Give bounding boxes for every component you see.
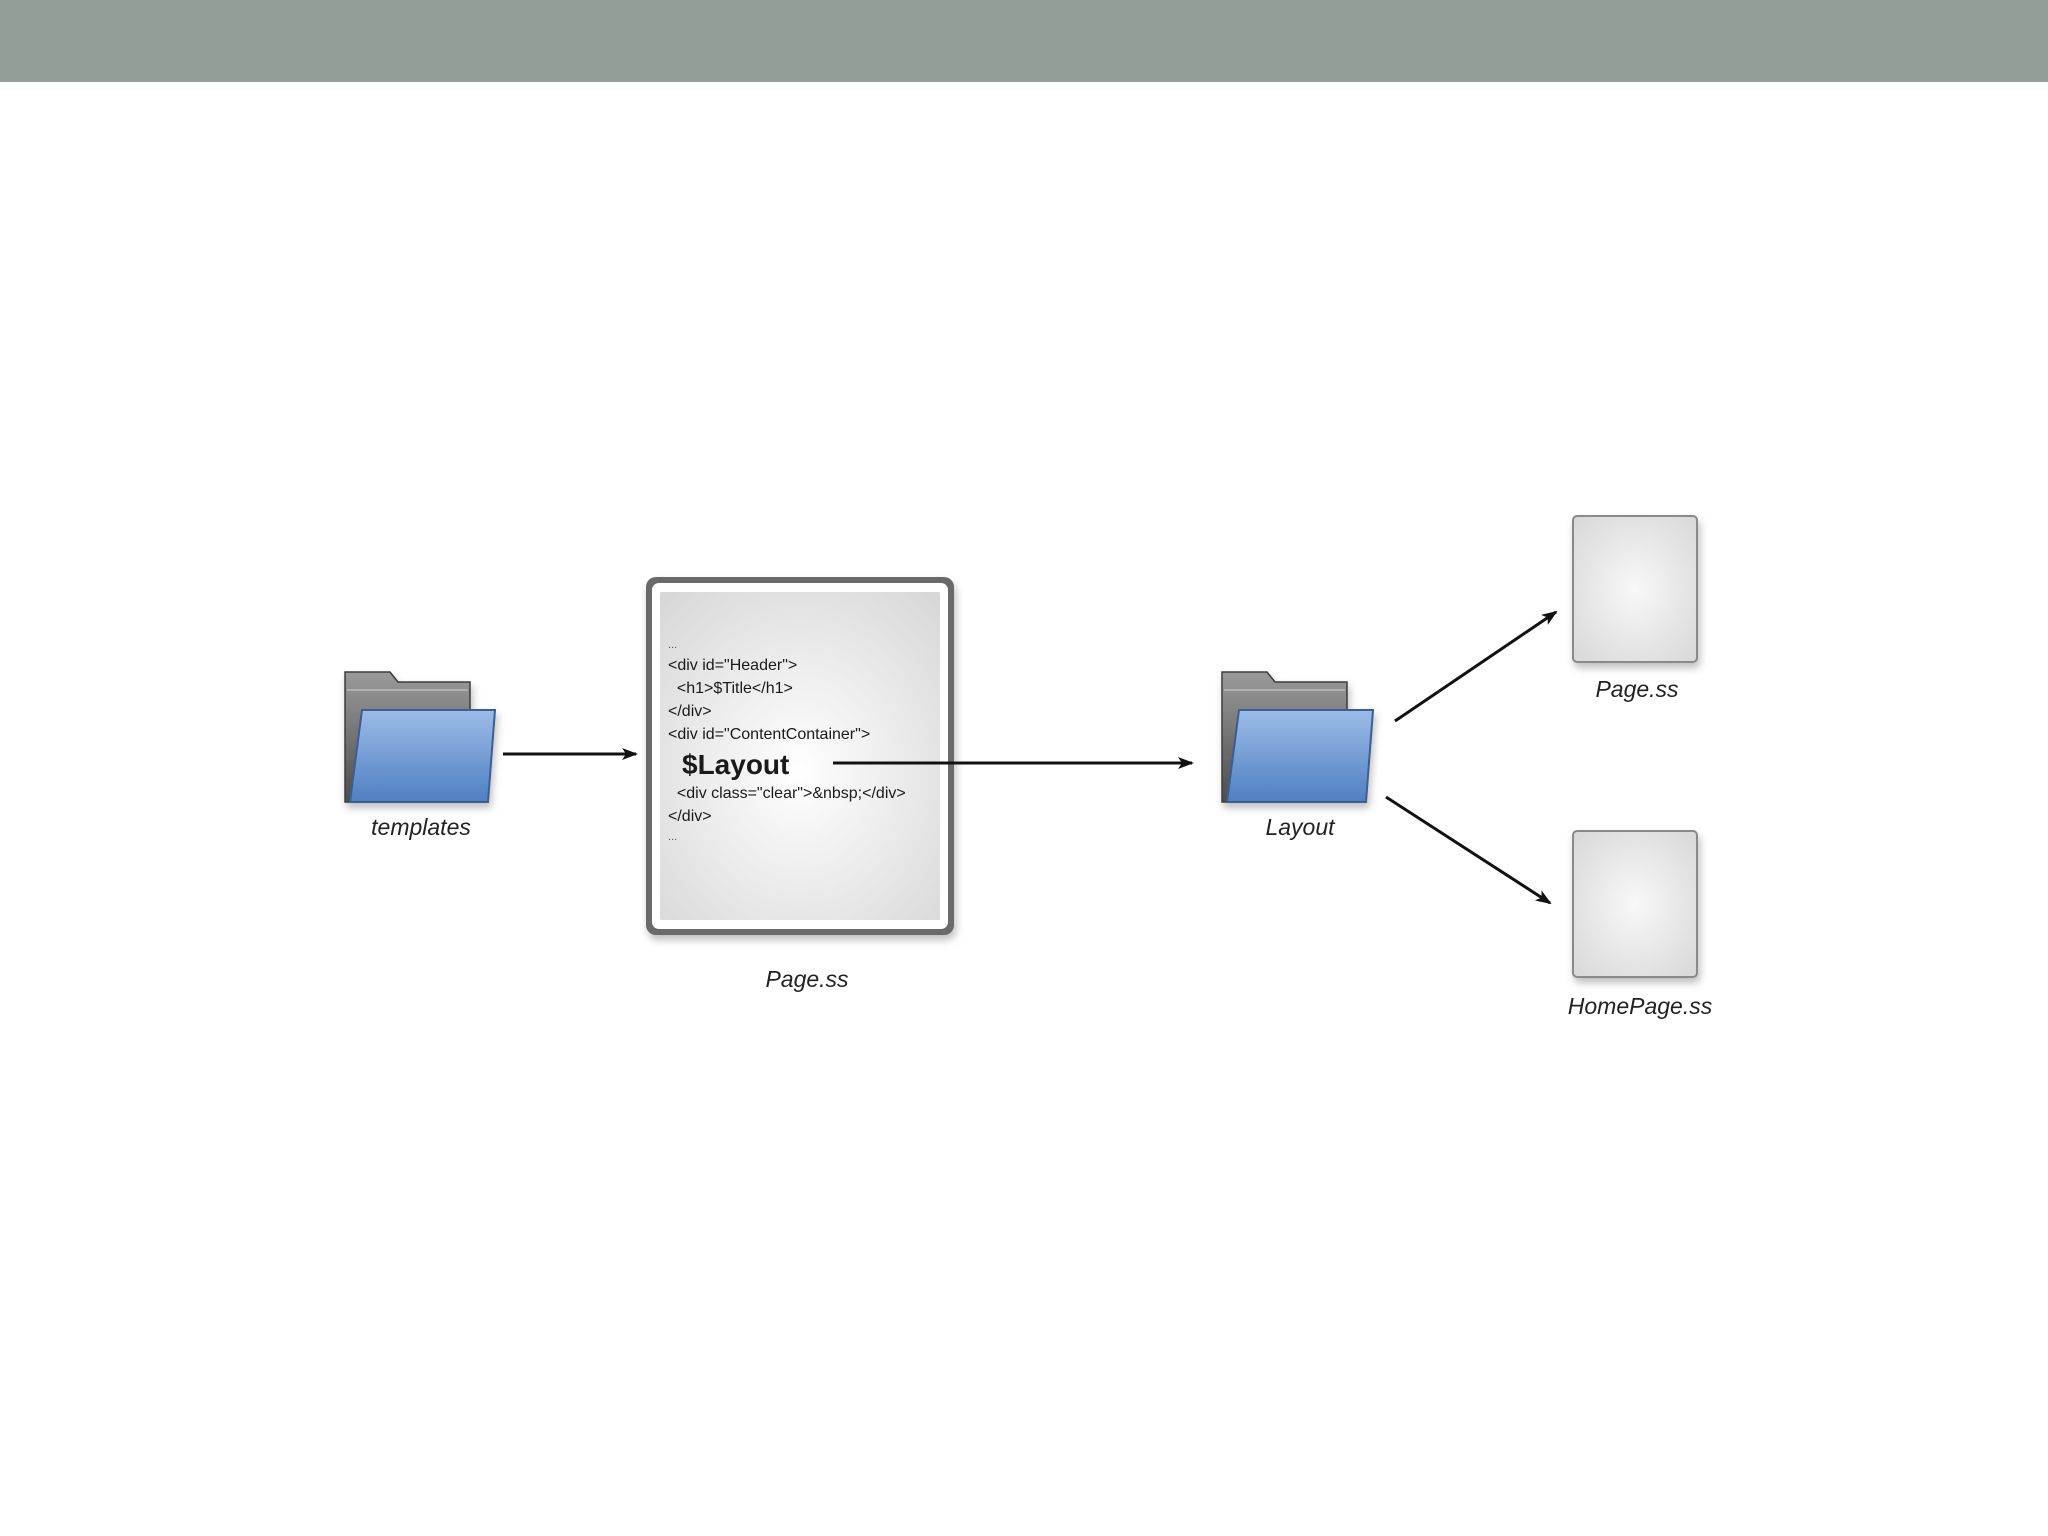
homepage-file-label: HomePage.ss (1567, 993, 1713, 1019)
code-line: <div id="ContentContainer"> (668, 726, 871, 743)
templates-folder-label: templates (371, 814, 471, 840)
top-bar (0, 0, 2048, 82)
arrow-layout-to-page-file (1394, 610, 1558, 723)
code-line: </div> (668, 808, 712, 825)
code-line: <div id="Header"> (668, 657, 798, 674)
homepage-file-icon (1572, 830, 1698, 978)
page-file-icon (1572, 515, 1698, 663)
layout-folder-icon (1221, 671, 1375, 803)
page-document-icon (646, 577, 954, 935)
page-document-label: Page.ss (765, 966, 849, 992)
code-line: ... (668, 831, 678, 843)
code-line: ... (668, 639, 678, 651)
templates-folder-icon (344, 671, 497, 803)
page-document-code: ... <div id="Header"> <h1>$Title</h1> </… (668, 636, 906, 846)
layout-folder-label: Layout (1265, 814, 1335, 840)
code-line-layout-variable: $Layout (682, 749, 790, 780)
code-line: <h1>$Title</h1> (668, 680, 793, 697)
code-line: </div> (668, 703, 712, 720)
page-file-label: Page.ss (1595, 676, 1679, 702)
code-line: <div class="clear">&nbsp;</div> (668, 785, 906, 802)
arrow-layout-to-homepage-file (1385, 795, 1552, 905)
